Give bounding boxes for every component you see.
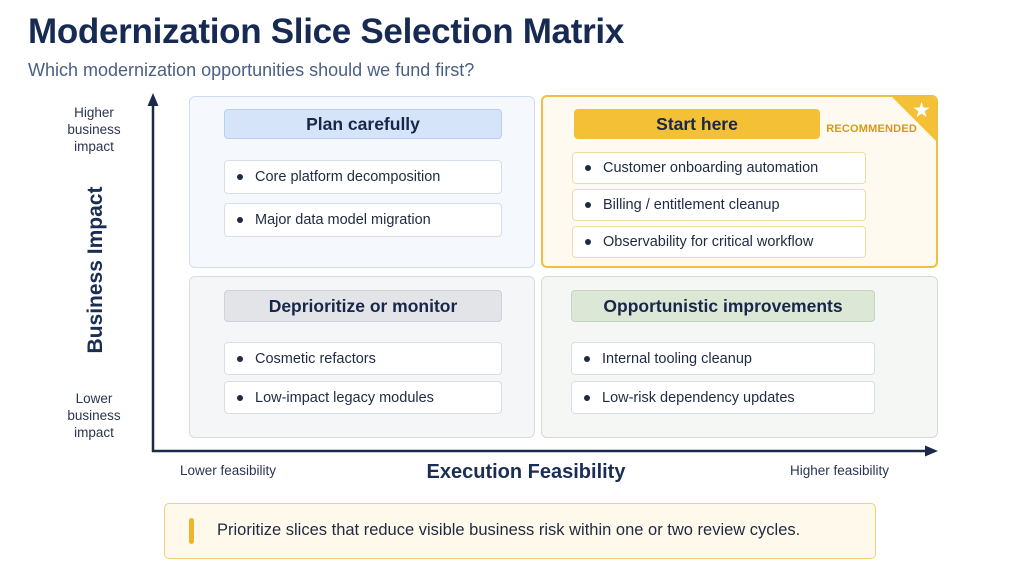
bullet-icon (584, 355, 590, 362)
bullet-icon (237, 217, 243, 223)
bullet-icon (585, 202, 591, 208)
list-item-label: Billing / entitlement cleanup (603, 197, 780, 213)
page-title: Modernization Slice Selection Matrix (28, 12, 624, 51)
bullet-icon (237, 174, 243, 180)
list-item: Low-risk dependency updates (571, 381, 875, 414)
page-subtitle: Which modernization opportunities should… (28, 60, 475, 80)
list-item-label: Core platform decomposition (255, 169, 441, 185)
list-item: Customer onboarding automation (572, 152, 866, 184)
callout-accent-bar (189, 518, 194, 544)
x-axis-arrow (925, 445, 938, 457)
recommended-ribbon (892, 97, 936, 141)
list-item: Cosmetic refactors (224, 342, 502, 375)
bullet-icon (585, 165, 591, 171)
list-item: Low-impact legacy modules (224, 381, 502, 414)
callout-text: Prioritize slices that reduce visible bu… (217, 521, 801, 539)
list-item-label: Major data model migration (255, 212, 431, 228)
x-axis-title: Execution Feasibility (426, 461, 626, 483)
quadrant-heading: Start here (574, 109, 820, 139)
list-item-label: Customer onboarding automation (603, 160, 819, 176)
quadrant-start-here: ★ RECOMMENDED Start here Customer onboar… (541, 95, 938, 268)
quadrant-plan-carefully: Plan carefully Core platform decompositi… (189, 96, 535, 268)
y-axis-low-label: Lower business impact (67, 391, 121, 440)
x-axis-low-label: Lower feasibility (180, 463, 277, 478)
list-item: Major data model migration (224, 203, 502, 237)
list-item: Billing / entitlement cleanup (572, 189, 866, 221)
bullet-icon (585, 239, 591, 245)
guidance-callout: Prioritize slices that reduce visible bu… (164, 503, 876, 559)
list-item: Observability for critical workflow (572, 226, 866, 258)
quadrant-deprioritize: Deprioritize or monitor Cosmetic refacto… (189, 276, 535, 438)
list-item-label: Low-impact legacy modules (255, 389, 434, 406)
list-item-label: Internal tooling cleanup (602, 350, 752, 367)
y-axis-title: Business Impact (84, 186, 107, 354)
quadrant-heading: Opportunistic improvements (571, 290, 875, 322)
recommended-badge: RECOMMENDED (826, 123, 917, 135)
bullet-icon (237, 394, 243, 401)
quadrant-opportunistic: Opportunistic improvements Internal tool… (541, 276, 938, 438)
bullet-icon (584, 394, 590, 401)
list-item: Internal tooling cleanup (571, 342, 875, 375)
list-item: Core platform decomposition (224, 160, 502, 194)
star-icon: ★ (912, 98, 931, 122)
x-axis-high-label: Higher feasibility (790, 463, 890, 478)
quadrant-heading: Plan carefully (224, 109, 502, 139)
list-item-label: Low-risk dependency updates (602, 389, 795, 406)
quadrant-heading: Deprioritize or monitor (224, 290, 502, 322)
list-item-label: Observability for critical workflow (603, 234, 814, 250)
y-axis-high-label: Higher business impact (67, 105, 121, 154)
list-item-label: Cosmetic refactors (255, 350, 376, 367)
y-axis-arrow (147, 93, 159, 106)
bullet-icon (237, 355, 243, 362)
